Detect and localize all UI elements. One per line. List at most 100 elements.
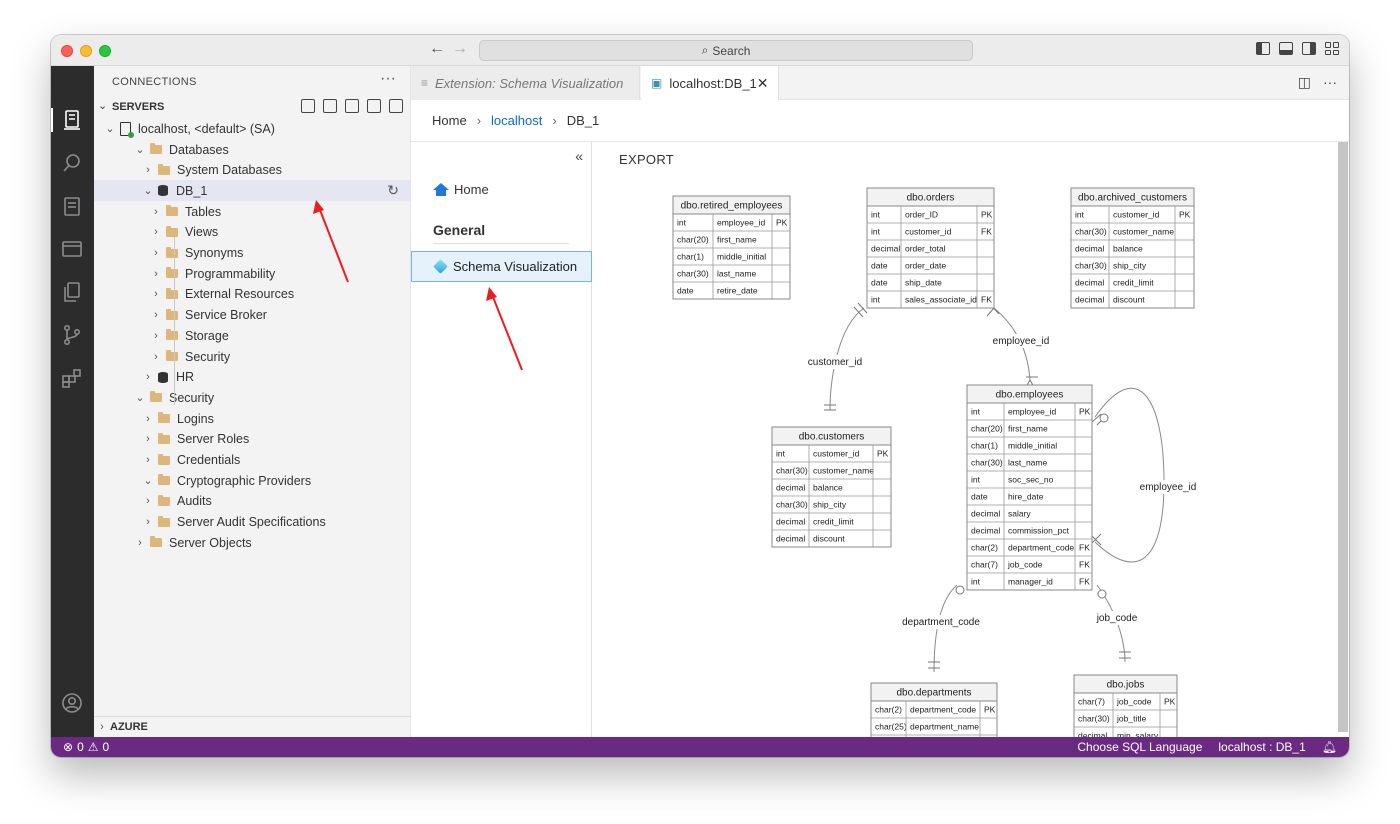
zoom-window-button[interactable]	[99, 45, 111, 57]
tree-indent-guide	[174, 237, 175, 405]
chevron-down-icon[interactable]: ⌄	[143, 185, 153, 198]
breadcrumb-home[interactable]: Home	[432, 113, 467, 128]
column-key: FK	[981, 295, 992, 305]
column-name: customer_id	[1113, 210, 1160, 220]
arrow-left-icon[interactable]: ←	[429, 40, 445, 57]
minimize-window-button[interactable]	[80, 45, 92, 57]
tree-item[interactable]: ›Synonyms	[94, 243, 411, 264]
refresh-icon[interactable]: ↻	[387, 182, 399, 199]
explorer-icon[interactable]	[61, 281, 83, 303]
tab-extension-schema-visualization[interactable]: ≡ Extension: Schema Visualization	[411, 66, 640, 100]
connections-icon[interactable]	[61, 109, 83, 131]
tree-item[interactable]: ⌄Cryptographic Providers	[94, 470, 411, 491]
new-query-icon[interactable]	[323, 99, 337, 113]
customize-layout-icon[interactable]	[1325, 42, 1339, 55]
tree-item[interactable]: ⌄Security	[94, 387, 411, 408]
chevron-down-icon[interactable]: ⌄	[135, 144, 145, 156]
dashboard-icon[interactable]	[61, 238, 83, 260]
chevron-right-icon[interactable]: ›	[146, 412, 150, 425]
chevron-right-icon[interactable]: ›	[154, 309, 158, 322]
source-control-icon[interactable]	[61, 324, 83, 346]
tree-item[interactable]: ›System Databases	[94, 160, 411, 181]
tree-item[interactable]: ›Server Roles	[94, 429, 411, 450]
chevron-right-icon[interactable]: ›	[138, 536, 142, 549]
tree-item[interactable]: ›Storage	[94, 325, 411, 346]
chevron-right-icon[interactable]: ›	[154, 205, 158, 218]
chevron-right-icon[interactable]: ›	[154, 350, 158, 363]
chevron-right-icon[interactable]: ›	[146, 164, 150, 177]
chevron-right-icon[interactable]: ›	[146, 454, 150, 466]
nav-home-item[interactable]: Home	[433, 182, 489, 197]
tree-item[interactable]: ›Logins	[94, 408, 411, 429]
server-group-icon[interactable]	[367, 99, 381, 113]
chevron-right-icon: ›	[476, 113, 482, 128]
export-button[interactable]: EXPORT	[619, 152, 675, 167]
chevron-right-icon[interactable]: ›	[154, 329, 158, 342]
collapse-all-icon[interactable]	[389, 99, 403, 113]
toggle-secondary-sidebar-icon[interactable]	[1302, 42, 1316, 55]
tree-server-node[interactable]: ⌄ localhost, <default> (SA)	[94, 118, 411, 139]
collapse-panel-icon[interactable]: «	[575, 148, 583, 164]
chevron-right-icon[interactable]: ›	[146, 516, 150, 529]
arrow-right-icon[interactable]: →	[452, 40, 468, 57]
tree-item[interactable]: ›Programmability	[94, 263, 411, 284]
chevron-right-icon[interactable]: ›	[146, 495, 150, 508]
column-key: PK	[776, 218, 788, 228]
language-selector[interactable]: Choose SQL Language	[1077, 740, 1203, 754]
bell-icon[interactable]: 🔔︎	[1321, 740, 1337, 754]
command-search-box[interactable]: ⌕ Search	[479, 40, 973, 61]
toggle-primary-sidebar-icon[interactable]	[1256, 42, 1270, 55]
chevron-right-icon[interactable]: ›	[146, 371, 150, 384]
new-connection-icon[interactable]	[301, 99, 315, 113]
servers-section-header[interactable]: ⌄ SERVERS	[94, 96, 411, 118]
chevron-down-icon[interactable]: ⌄	[143, 475, 153, 488]
azure-section-header[interactable]: › AZURE	[94, 716, 411, 737]
tree-item[interactable]: ›External Resources	[94, 284, 411, 305]
tree-item[interactable]: ›Tables	[94, 201, 411, 222]
tab-localhost-db1[interactable]: ▣ localhost:DB_1 ✕	[641, 66, 779, 100]
column-type: char(7)	[971, 560, 998, 570]
search-icon[interactable]	[61, 152, 83, 174]
tree-item[interactable]: ⌄Databases	[94, 139, 411, 160]
chevron-right-icon[interactable]: ›	[154, 226, 158, 239]
extensions-icon[interactable]	[61, 367, 83, 389]
more-actions-icon[interactable]: ···	[1323, 74, 1337, 90]
account-icon[interactable]	[61, 692, 83, 714]
tree-item[interactable]: ›Views	[94, 222, 411, 243]
toggle-panel-icon[interactable]	[1279, 42, 1293, 55]
column-name: sales_associate_id	[905, 295, 977, 305]
tree-item[interactable]: ›Server Audit Specifications	[94, 512, 411, 533]
nav-schema-visualization-item[interactable]: Schema Visualization	[411, 251, 592, 282]
tree-item[interactable]: ›HR	[94, 367, 411, 388]
tree-item[interactable]: ›Audits	[94, 491, 411, 512]
chevron-down-icon[interactable]: ⌄	[135, 392, 145, 405]
tree-item[interactable]: ›Service Broker	[94, 305, 411, 326]
tree-item[interactable]: ⌄DB_1↻	[94, 180, 411, 202]
chevron-right-icon[interactable]: ›	[146, 433, 150, 446]
tree-item[interactable]: ›Security	[94, 346, 411, 367]
split-editor-icon[interactable]: ◫	[1297, 74, 1311, 90]
notebook-icon[interactable]	[61, 195, 83, 217]
close-window-button[interactable]	[61, 45, 73, 57]
close-tab-icon[interactable]: ✕	[756, 74, 769, 91]
problems-indicator[interactable]: ⊗ 0 ⚠ 0	[63, 740, 109, 754]
more-actions-icon[interactable]: ···	[380, 70, 396, 87]
tree-item[interactable]: ›Server Objects	[94, 532, 411, 553]
column-type: char(30)	[776, 466, 808, 476]
breadcrumb-server-link[interactable]: localhost	[491, 113, 543, 128]
tree-item[interactable]: ›Credentials	[94, 450, 411, 471]
active-connections-icon[interactable]	[345, 99, 359, 113]
chevron-right-icon[interactable]: ›	[154, 247, 158, 259]
chevron-right-icon[interactable]: ›	[154, 267, 158, 280]
chevron-right-icon[interactable]: ›	[154, 288, 158, 301]
column-name: discount	[1113, 295, 1145, 305]
connection-status[interactable]: localhost : DB_1	[1218, 740, 1306, 754]
vertical-scrollbar[interactable]	[1338, 142, 1348, 732]
